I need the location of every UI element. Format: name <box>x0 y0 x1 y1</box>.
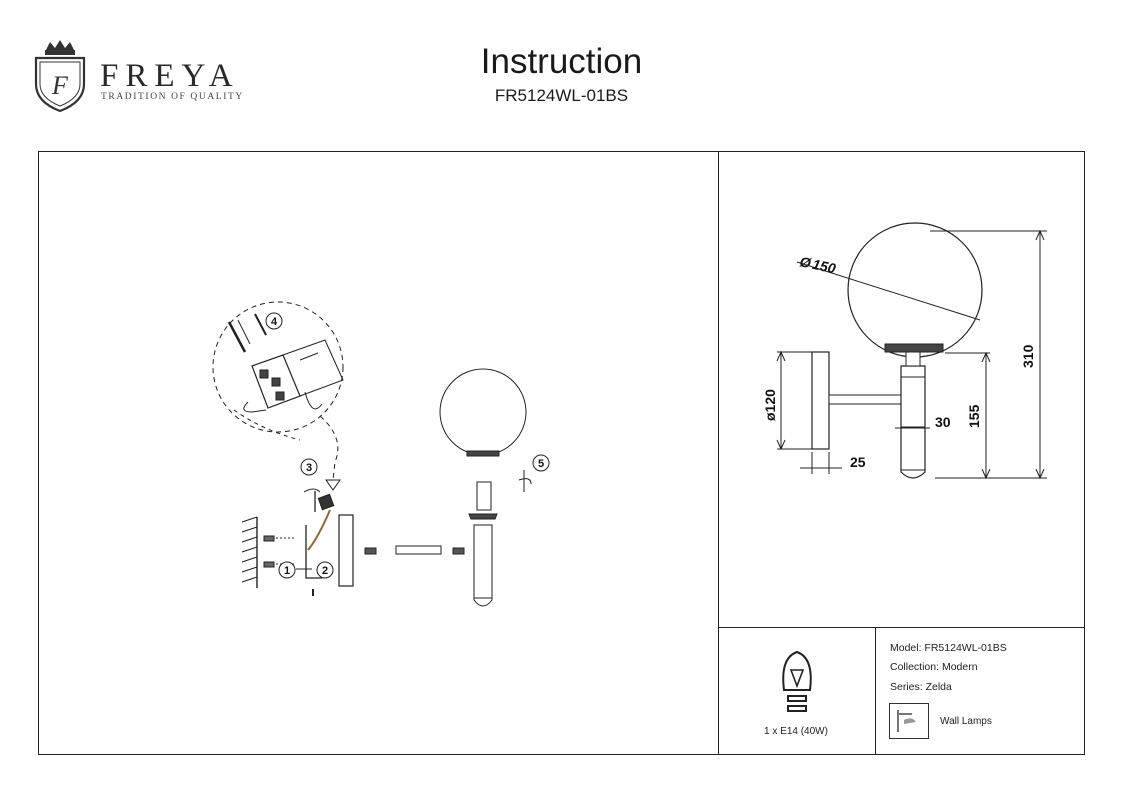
assembly-diagram <box>212 301 532 607</box>
wire-icon-3 <box>307 509 331 551</box>
dim-globe <box>847 222 983 358</box>
content-frame <box>38 151 1085 755</box>
svg-text:F: F <box>51 71 69 100</box>
connector-icon <box>317 493 335 511</box>
wire-icon-2 <box>237 319 251 345</box>
thread-icon <box>364 547 377 555</box>
dimension-drawing <box>776 222 1047 480</box>
screwdriver-icon <box>254 313 267 336</box>
dim-label-depth: 25 <box>850 454 866 470</box>
back-plate <box>338 514 354 587</box>
product-type: Wall Lamps <box>940 716 992 727</box>
dim-label-globe: Ø150 <box>798 253 837 276</box>
dim-globe-collar <box>884 343 944 353</box>
mounting-bracket <box>305 525 322 579</box>
wall-lamp-icon <box>889 703 929 739</box>
step-markers: 4 3 1 2 5 <box>265 312 550 579</box>
dim-diameter-line <box>796 261 981 321</box>
brand-tagline: TRADITION OF QUALITY <box>101 92 244 102</box>
svg-text:3: 3 <box>306 462 312 474</box>
divider-horizontal <box>718 627 1085 629</box>
svg-text:2: 2 <box>322 565 328 577</box>
lamp-socket <box>476 481 492 511</box>
socket-ring <box>468 513 498 520</box>
lamp-body <box>473 524 493 607</box>
crest-icon: F <box>34 40 86 113</box>
dim-label-arm: 30 <box>935 414 951 430</box>
model-code: FR5124WL-01BS <box>494 86 629 105</box>
page-title: Instruction <box>480 42 643 81</box>
detail-circle <box>212 301 344 433</box>
svg-text:4: 4 <box>271 316 278 328</box>
step-4-marker <box>265 312 283 330</box>
dim-arm <box>828 394 902 405</box>
wall-hatch <box>241 516 258 588</box>
spec-series: Series: Zelda <box>890 681 952 693</box>
step-2-marker <box>316 561 334 579</box>
dim-label-total: 310 <box>1020 344 1036 368</box>
dim-label-mount: 155 <box>966 404 982 428</box>
divider-vertical <box>718 151 720 755</box>
spec-model: Model: FR5124WL-01BS <box>890 642 1007 654</box>
dowel-icon <box>263 535 275 542</box>
globe-collar <box>466 450 500 457</box>
step-3-marker <box>300 458 318 476</box>
brand-logo: F <box>30 36 280 116</box>
detail-guide-line-2 <box>233 409 301 441</box>
svg-text:1: 1 <box>284 565 290 577</box>
lamp-spec: 1 x E14 (40W) <box>764 726 828 737</box>
detail-guide-line <box>319 415 339 481</box>
bulb-icon <box>782 650 812 712</box>
terminal-block-icon <box>243 339 344 413</box>
arm-tube <box>395 545 442 555</box>
dim-label-plate: ø120 <box>762 389 778 421</box>
dim-lamp-body <box>900 365 926 479</box>
dowel-icon-2 <box>263 561 275 568</box>
step-1-marker <box>278 561 296 579</box>
svg-text:5: 5 <box>538 458 544 470</box>
wire-icon <box>227 321 247 353</box>
dim-back-plate <box>811 351 830 450</box>
globe-shade <box>439 368 527 456</box>
thread-icon-2 <box>452 547 465 555</box>
divider-spec <box>875 627 877 755</box>
spec-collection: Collection: Modern <box>890 661 978 673</box>
step-5-marker <box>532 454 550 472</box>
arrow-down-icon <box>325 479 341 491</box>
brand-name: FREYA <box>100 58 240 94</box>
rotate-arrow-icon-2 <box>303 488 321 493</box>
